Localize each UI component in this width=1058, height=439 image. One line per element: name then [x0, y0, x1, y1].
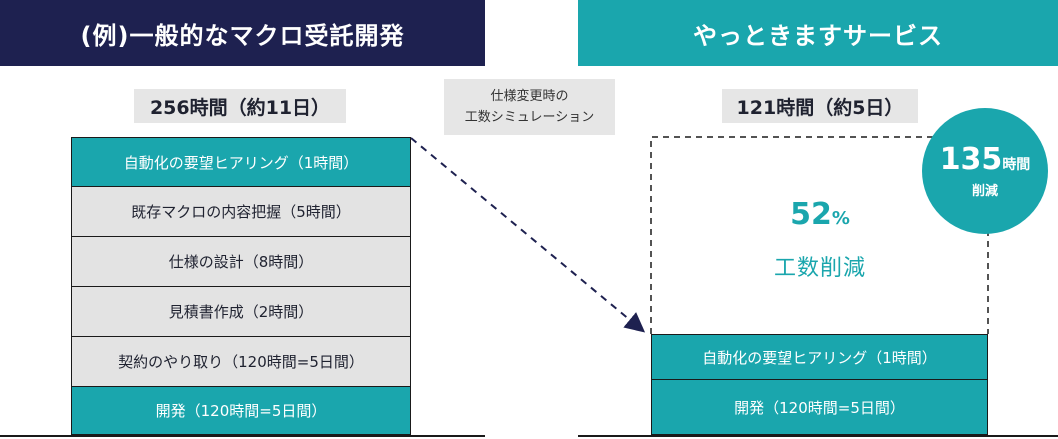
saved-label: 削減: [971, 183, 998, 199]
reduction-percent-symbol: %: [831, 208, 850, 229]
left-block-estimate: 見積書作成（2時間）: [71, 287, 411, 337]
left-block-development: 開発（120時間=5日間）: [71, 387, 411, 435]
saved-hours-number: 135: [939, 141, 1003, 177]
simulation-note: 仕様変更時の 工数シミュレーション: [444, 79, 615, 135]
right-block-hearing: 自動化の要望ヒアリング（1時間）: [651, 334, 988, 380]
right-block-development: 開発（120時間=5日間）: [651, 380, 988, 435]
right-total-label: 121時間（約5日）: [722, 89, 918, 123]
left-block-design: 仕様の設計（8時間）: [71, 237, 411, 287]
reduction-dashed-box: [650, 136, 989, 334]
connector-arrow: [410, 137, 646, 333]
savings-circle: 135時間 削減: [922, 108, 1048, 234]
note-line-1: 仕様変更時の: [490, 89, 569, 104]
left-block-hearing: 自動化の要望ヒアリング（1時間）: [71, 137, 411, 187]
right-baseline: [578, 435, 1058, 437]
left-block-understand: 既存マクロの内容把握（5時間）: [71, 187, 411, 237]
reduction-percent: 52%: [652, 197, 988, 232]
saved-hours-unit: 時間: [1002, 156, 1031, 173]
right-header: やっときますサービス: [578, 0, 1058, 66]
left-total-label: 256時間（約11日）: [134, 89, 346, 123]
reduction-label: 工数削減: [773, 256, 866, 281]
left-block-contract: 契約のやり取り（120時間=5日間）: [71, 337, 411, 387]
reduction-percent-number: 52: [790, 197, 832, 232]
left-header: (例)一般的なマクロ受託開発: [0, 0, 485, 66]
note-line-2: 工数シミュレーション: [464, 110, 595, 125]
left-baseline: [0, 435, 485, 437]
